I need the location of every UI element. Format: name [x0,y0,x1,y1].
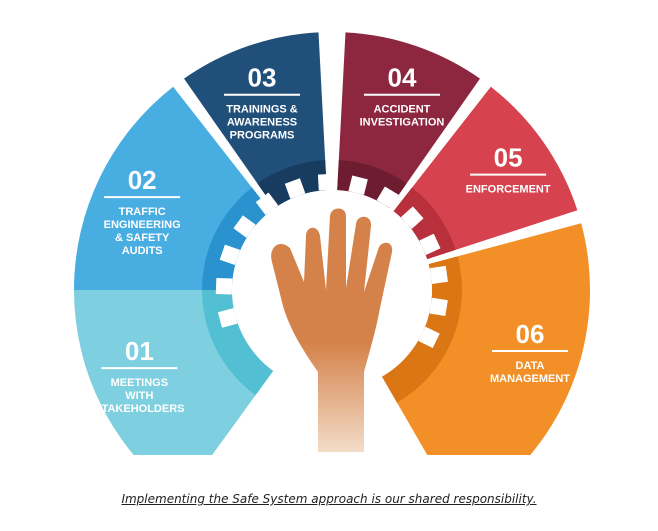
segment-number: 02 [128,165,157,195]
segment-label-line: WITH [125,390,153,402]
gear-tooth [419,233,441,255]
gear-tooth [233,215,256,238]
segment-label-line: STAKEHOLDERS [94,403,184,415]
bottom-mask [0,455,658,531]
segment-ring: 01MEETINGSWITHSTAKEHOLDERS02TRAFFICENGIN… [0,32,658,531]
segment-label-line: MANAGEMENT [490,373,570,385]
segment-label-line: ENGINEERING [104,219,181,231]
gear-tooth [429,297,448,317]
segment-label-line: AWARENESS [227,117,297,129]
gear-tooth [429,265,448,285]
gear-tooth [215,277,233,295]
segment-band [337,32,480,209]
gear-tooth [376,186,399,209]
segment-label-line: ENFORCEMENT [466,184,551,196]
segment-number: 04 [388,63,417,93]
segment-number: 05 [494,143,523,173]
segment-label-line: & SAFETY [115,232,170,244]
segment-label-line: MEETINGS [111,377,168,389]
gear-tooth [284,178,306,199]
segment-label-line: TRAININGS & [226,104,298,116]
gear-tooth [418,326,440,349]
segment-gear-band [382,256,462,403]
segment-number: 03 [248,63,277,93]
gear-tooth [348,175,368,195]
segment-label-line: AUDITS [122,245,163,257]
gear-tooth [219,244,241,266]
segment-band [184,32,327,209]
segment-label-line: DATA [516,360,545,372]
segment-label-line: ACCIDENT [374,104,431,116]
segment-label-line: PROGRAMS [230,130,295,142]
segment-band [393,86,578,260]
gear-tooth [400,206,424,230]
segment-number: 06 [516,319,545,349]
segment-gear-band [393,187,456,260]
segment-number: 01 [125,336,154,366]
segment-gear-band [202,187,271,290]
hand-illustration [271,208,393,452]
segment-label-line: TRAFFIC [119,206,166,218]
segment-label-line: INVESTIGATION [360,117,445,129]
gear-tooth [217,308,238,328]
gear-tooth [255,192,279,215]
gear-tooth [317,173,335,191]
caption: Implementing the Safe System approach is… [121,492,537,506]
